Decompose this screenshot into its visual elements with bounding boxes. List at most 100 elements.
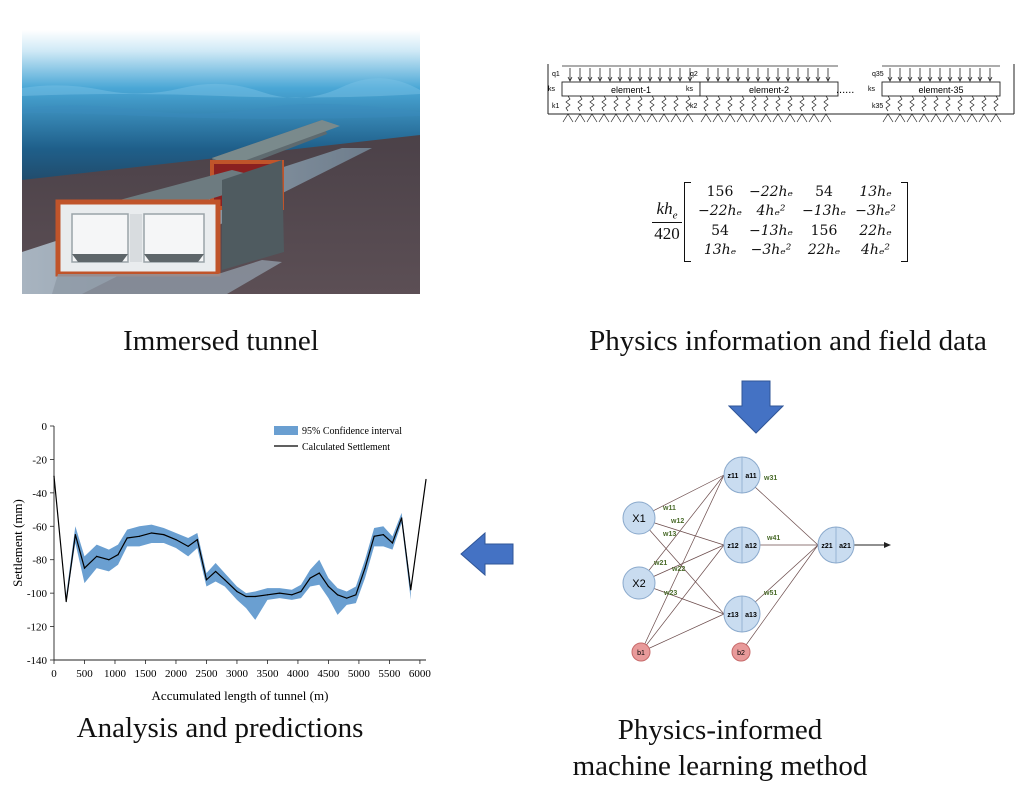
foundation-spring (787, 95, 793, 112)
x-tick-label: 3000 (226, 668, 249, 680)
beam-ellipsis: ...... (836, 84, 854, 96)
x-tick-label: 1500 (134, 668, 157, 680)
foundation-spring (969, 95, 975, 112)
load-arrowhead (795, 76, 801, 82)
settlement-point (74, 534, 76, 536)
load-arrowhead (647, 76, 653, 82)
load-arrowhead (755, 76, 761, 82)
foundation-support (882, 113, 894, 123)
load-arrowhead (947, 76, 953, 82)
load-label: q1 (552, 71, 560, 78)
foundation-support (930, 113, 942, 123)
y-tick-label: -40 (32, 488, 47, 500)
foundation-spring (993, 95, 999, 112)
load-arrowhead (687, 76, 693, 82)
foundation-spring (763, 95, 769, 112)
load-arrowhead (785, 76, 791, 82)
load-arrowhead (637, 76, 643, 82)
caption-ml-method: Physics-informed machine learning method (572, 714, 868, 782)
settlement-point (425, 478, 427, 481)
foundation-support (966, 113, 978, 123)
load-arrowhead (977, 76, 983, 82)
settlement-point (291, 594, 293, 596)
foundation-support (586, 113, 598, 123)
foundation-spring (637, 95, 643, 112)
nn-weight-label: w12 (670, 518, 684, 525)
matrix-cell-r4-c3: 22hₑ (807, 242, 841, 259)
settlement-point (83, 567, 86, 569)
x-tick-label: 2000 (165, 668, 188, 680)
settlement-point (126, 537, 128, 539)
nn-input-label: X1 (632, 513, 645, 525)
load-arrowhead (887, 76, 893, 82)
matrix-cell-r3-c2: −13hₑ (749, 222, 793, 239)
x-tick-label: 5000 (348, 668, 371, 680)
foundation-spring (577, 95, 583, 112)
nn-input-node (622, 501, 656, 535)
nn-weight-label: w51 (763, 590, 777, 597)
foundation-support (598, 113, 610, 123)
nn-z-label: z11 (728, 473, 739, 480)
load-arrowhead (987, 76, 993, 82)
x-tick-label: 500 (76, 668, 93, 680)
settlement-point (187, 545, 189, 547)
nn-bias-connection (640, 613, 725, 653)
nn-weight-label: w21 (653, 560, 667, 567)
foundation-support (918, 113, 930, 123)
load-arrowhead (897, 76, 903, 82)
foundation-support (622, 113, 634, 123)
load-arrowhead (907, 76, 913, 82)
settlement-line (53, 476, 427, 602)
nn-connection (638, 474, 725, 584)
settlement-point (336, 594, 339, 596)
foundation-support (562, 113, 574, 123)
foundation-support (634, 113, 646, 123)
foundation-spring (981, 95, 987, 112)
legend-line-label: Calculated Settlement (302, 442, 390, 453)
foundation-support (772, 113, 784, 123)
settlement-point (300, 590, 302, 593)
foundation-support (808, 113, 820, 123)
foundation-spring (685, 95, 691, 112)
matrix-cell-r2-c2: 4hₑ² (756, 203, 786, 220)
x-tick-label: 6000 (409, 668, 432, 680)
nn-bias-label: b1 (637, 650, 645, 657)
foundation-support (784, 113, 796, 123)
load-label: q2 (690, 71, 698, 78)
foundation-spring (727, 95, 733, 112)
nn-bias-label: b2 (737, 650, 745, 657)
settlement-point (53, 475, 55, 477)
y-tick-label: -60 (32, 521, 47, 533)
down-arrow-shape (728, 380, 784, 434)
settlement-point (279, 592, 281, 594)
load-arrowhead (957, 76, 963, 82)
foundation-spring (885, 95, 891, 112)
load-arrowhead (705, 76, 711, 82)
nn-input-node (622, 566, 656, 600)
foundation-spring (897, 95, 903, 112)
nn-weight-label: w23 (663, 590, 677, 597)
settlement-point (96, 555, 98, 557)
matrix-cell-r2-c3: −13hₑ (802, 203, 846, 220)
foundation-spring (565, 95, 571, 112)
foundation-support (954, 113, 966, 123)
settlement-point (266, 594, 269, 596)
foundation-support (646, 113, 658, 123)
shear-spring-label: ks (548, 86, 556, 93)
nn-z-label: z13 (727, 612, 738, 619)
x-tick-label: 2500 (195, 668, 218, 680)
foundation-support (820, 113, 832, 123)
foundation-spring (945, 95, 951, 112)
load-arrowhead (587, 76, 593, 82)
matrix-cell-r1-c2: −22hₑ (749, 183, 793, 200)
matrix-cell-r3-c3: 156 (810, 222, 838, 239)
foundation-support (610, 113, 622, 123)
foundation-support (736, 113, 748, 123)
matrix-prefix: khe 420 (652, 199, 682, 244)
settlement-point (254, 595, 256, 598)
foundation-spring (739, 95, 745, 112)
spring-label: k2 (690, 103, 698, 110)
